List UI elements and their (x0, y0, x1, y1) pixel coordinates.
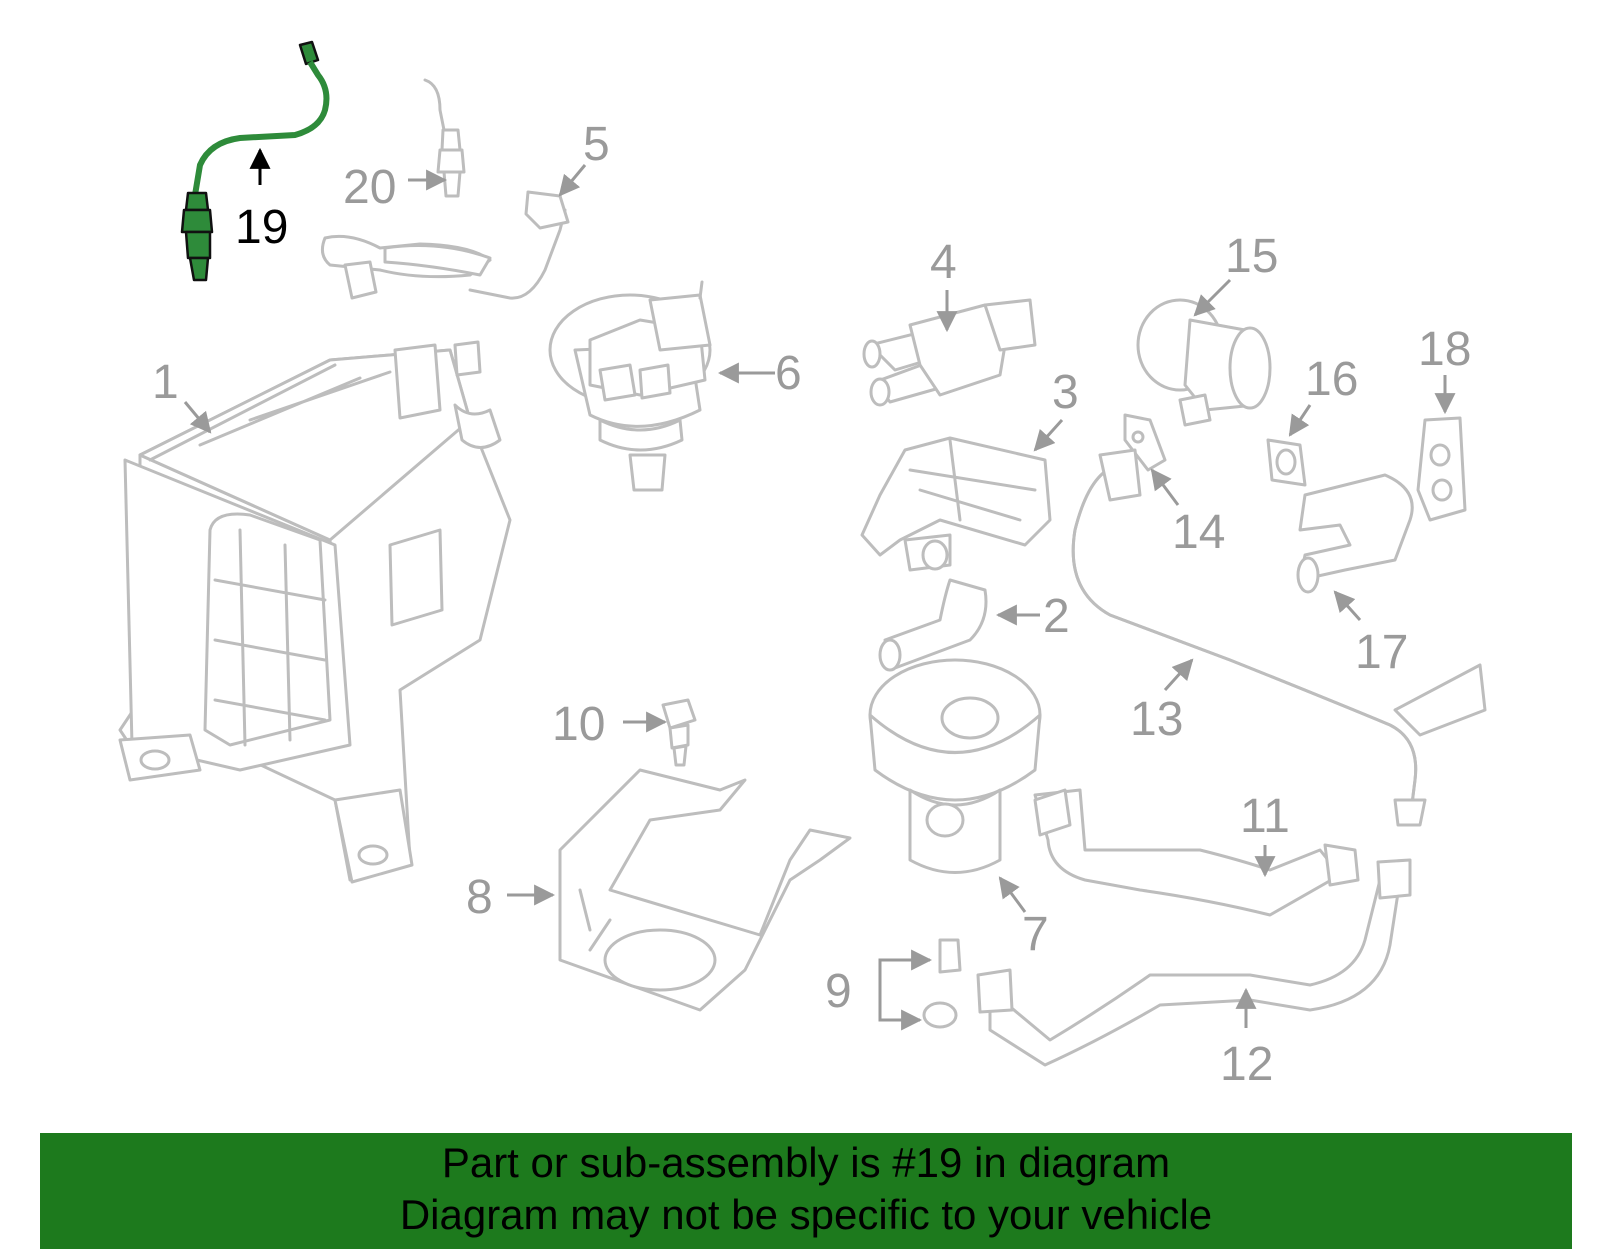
callout-18: 18 (1418, 323, 1471, 376)
banner-line-1: Part or sub-assembly is #19 in diagram (441, 1139, 1171, 1186)
callout-17: 17 (1355, 626, 1408, 679)
callout-labels: 1 2 3 4 5 6 7 8 9 10 11 12 13 14 15 16 1… (152, 118, 1471, 1091)
banner-line-2: Diagram may not be specific to your vehi… (399, 1191, 1213, 1238)
callout-15: 15 (1225, 230, 1278, 283)
callout-2: 2 (1043, 590, 1070, 643)
callout-10: 10 (552, 698, 605, 751)
callout-5: 5 (583, 118, 610, 171)
part-20-sensor[interactable] (423, 78, 466, 198)
part-7-air-pump[interactable] (868, 658, 1042, 874)
part-12-hose[interactable] (976, 858, 1412, 1067)
part-11-hose[interactable] (1033, 788, 1360, 917)
callout-9: 9 (825, 965, 852, 1018)
info-banner: Part or sub-assembly is #19 in diagram D… (40, 1133, 1572, 1249)
callout-4: 4 (930, 236, 957, 289)
callout-11: 11 (1240, 790, 1290, 843)
callout-12: 12 (1220, 1038, 1273, 1091)
part-17-pipe[interactable] (1296, 473, 1414, 594)
part-10-sensor[interactable] (661, 698, 697, 767)
part-19-oxygen-sensor[interactable] (180, 40, 330, 282)
part-16-gasket[interactable] (1266, 438, 1307, 487)
part-8-bracket[interactable] (558, 768, 852, 1012)
callout-16: 16 (1305, 353, 1358, 406)
callout-14: 14 (1172, 506, 1225, 559)
callout-20: 20 (343, 161, 396, 214)
part-3-bracket[interactable] (860, 436, 1052, 572)
callout-13: 13 (1130, 693, 1183, 746)
callout-3: 3 (1052, 366, 1079, 419)
callout-arrows (183, 147, 1456, 1028)
part-15-valve[interactable] (1136, 298, 1272, 427)
part-4-valve[interactable] (862, 298, 1037, 407)
part-2-hose[interactable] (878, 578, 988, 672)
callout-7: 7 (1022, 908, 1049, 961)
callout-1: 1 (152, 356, 179, 409)
callout-19: 19 (235, 201, 288, 254)
callout-8: 8 (466, 871, 493, 924)
part-6-valve[interactable] (548, 280, 712, 492)
part-14-gasket[interactable] (1123, 413, 1167, 472)
callout-6: 6 (775, 347, 802, 400)
part-5-sensor-harness[interactable] (320, 190, 570, 300)
part-13-tube[interactable] (1071, 448, 1487, 827)
part-1-charcoal-canister[interactable] (118, 340, 512, 884)
parts-diagram: 1 2 3 4 5 6 7 8 9 10 11 12 13 14 15 16 1… (118, 40, 1487, 1091)
part-9-clips[interactable] (878, 938, 962, 1031)
part-18-gasket[interactable] (1416, 416, 1467, 522)
